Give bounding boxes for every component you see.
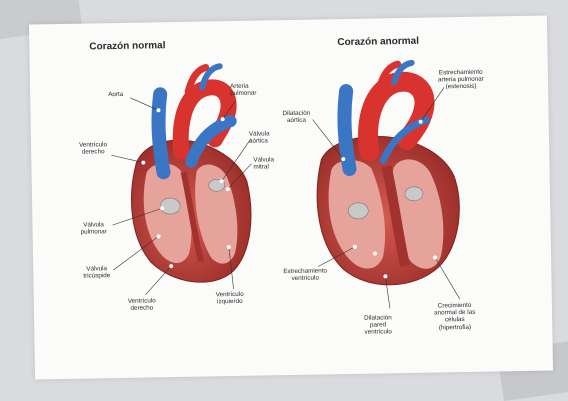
abnormal-valve-right [405, 187, 423, 201]
figure-stage: Corazón normal Corazón anormal Aorta Art… [0, 0, 568, 381]
illustration-card: Corazón normal Corazón anormal Aorta Art… [29, 16, 553, 380]
label-tricuspid-valve: Válvula tricúspide [83, 265, 110, 280]
abnormal-heart-title: Corazón anormal [337, 36, 419, 48]
normal-heart [110, 66, 254, 295]
label-aorta: Aorta [108, 91, 123, 98]
label-aortic-dilation: Dilatación aórtica [282, 110, 310, 125]
abnormal-valve-left [348, 203, 368, 219]
label-hypertrophy: Crecimiento anormal de las células (hipe… [434, 302, 476, 332]
leader-rv-bottom [145, 266, 171, 294]
label-left-ventricle: Ventrículo izquierdo [216, 291, 244, 306]
label-wall-dilation: Dilatación pared ventrículo [364, 314, 392, 336]
normal-vena-cava [158, 94, 164, 172]
label-mitral-valve: Válvula mitral [253, 156, 274, 171]
abnormal-vena-cava [344, 91, 350, 169]
normal-heart-title: Corazón normal [89, 40, 165, 52]
label-right-ventricle-top: Ventrículo derecho [79, 141, 107, 156]
normal-pulmonary-valve [160, 198, 180, 214]
label-pulmonary-artery: Arteria pulmonar [230, 83, 257, 98]
abnormal-heart [312, 62, 461, 309]
label-pulmonary-stenosis: Estrechamiento arteria pulmonar (estenos… [438, 69, 484, 91]
label-pulmonary-valve: Válvula pulmonar [80, 221, 107, 236]
leader-hypertrophy [435, 257, 460, 299]
label-aortic-valve: Válvula aórtica [249, 130, 270, 145]
label-ventricular-narrowing: Estrechamiento ventrículo [283, 267, 327, 282]
label-right-ventricle-bottom: Ventrículo derecho [128, 297, 156, 312]
